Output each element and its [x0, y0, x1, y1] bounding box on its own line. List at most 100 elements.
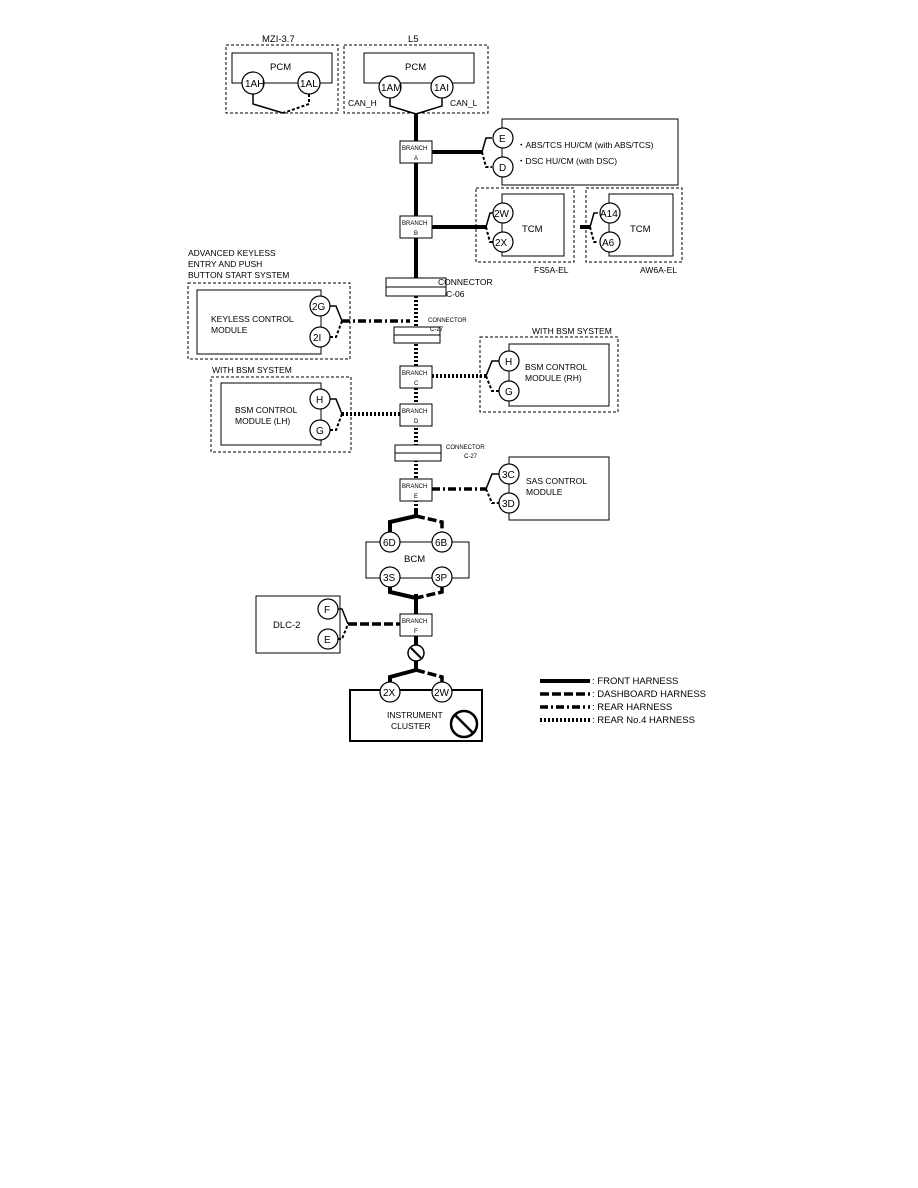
bsm-rh-line-2: MODULE (RH) — [525, 373, 582, 383]
branch-d: BRANCH D — [399, 403, 433, 427]
bsm-rh-system-label: WITH BSM SYSTEM — [532, 326, 612, 336]
branch-e-word: BRANCH — [402, 484, 427, 490]
pcm-mzi-pin-1al-label: 1AL — [300, 79, 318, 90]
bcm-pin-6b-label: 6B — [435, 538, 448, 549]
dlc-section: DLC-2 F E — [255, 595, 400, 654]
bcm-pin-6d — [379, 531, 401, 553]
tcm-aw6a-pin-a6-label: A6 — [602, 238, 615, 249]
cluster-wire-2x — [388, 668, 417, 684]
tcm-fs5a-pin-2x — [492, 231, 514, 253]
dlc-lead-f — [338, 608, 349, 625]
pcm-mzi-wire-l — [282, 94, 310, 114]
connector-c27-lower: CONNECTOR C-27 — [394, 444, 485, 462]
branch-b-section: FS5A-EL 2W 2X TCM AW6A-EL A14 A6 TCM — [432, 187, 683, 275]
connector-c06-id: C-06 — [446, 289, 465, 299]
bsm-lh-line-1: BSM CONTROL — [235, 405, 298, 415]
branch-c-id: C — [414, 381, 419, 387]
tcm-aw6a-pin-a6 — [599, 231, 621, 253]
bcm-wire-3p — [415, 587, 444, 600]
bsm-lh-line-2: MODULE (LH) — [235, 416, 290, 426]
can-l-label: CAN_L — [450, 98, 478, 108]
branch-c: BRANCH C — [399, 365, 433, 389]
bsm-lh-lead-h — [330, 398, 343, 415]
sas-pin-3c-label: 3C — [502, 470, 515, 481]
branch-a-section: E D ・ABS/TCS HU/CM (with ABS/TCS) ・DSC H… — [432, 118, 679, 186]
group-l5-label: L5 — [408, 34, 419, 45]
bcm-wire-6d — [388, 510, 418, 532]
keyless-lead-2i — [330, 320, 343, 338]
connector-c06: CONNECTOR C-06 — [385, 277, 493, 299]
legend-rear-label: : REAR HARNESS — [592, 702, 672, 713]
connector-c27-lower-word: CONNECTOR — [446, 445, 485, 451]
bcm-wire-6b — [415, 514, 444, 532]
branch-a-word: BRANCH — [402, 146, 427, 152]
bcm-pin-3s-label: 3S — [383, 573, 396, 584]
pcm-l5-pin-1am-label: 1AM — [381, 83, 402, 94]
legend-rear4-label: : REAR No.4 HARNESS — [592, 715, 695, 726]
branch-b-id: B — [414, 231, 418, 237]
bsm-lh-lead-g — [330, 413, 343, 431]
keyless-pin-2g-label: 2G — [312, 302, 326, 313]
bsm-rh-section: WITH BSM SYSTEM BSM CONTROL MODULE (RH) … — [432, 326, 619, 413]
bsm-lh-pin-g-label: G — [316, 426, 324, 437]
tcm-fs5a-pin-2x-label: 2X — [495, 238, 508, 249]
bcm-wire-3s — [388, 587, 417, 600]
sas-lead-3c — [485, 473, 499, 490]
branch-b-word: BRANCH — [402, 221, 427, 227]
tcm-aw6a-lead-a14 — [589, 212, 598, 228]
connector-c27-upper-word: CONNECTOR — [428, 318, 467, 324]
tcm-aw6a-lead-a6 — [589, 226, 598, 243]
bcm-name: BCM — [404, 554, 425, 565]
keyless-lead-2g — [330, 305, 343, 322]
bsm-rh-line-1: BSM CONTROL — [525, 362, 588, 372]
tcm-aw6a-pin-a14 — [599, 202, 621, 224]
sas-pin-3c — [498, 463, 520, 485]
pcm-mzi-pin-1ah-label: 1AH — [245, 79, 264, 90]
branch-b: BRANCH B — [399, 215, 433, 239]
cluster-section: 2X 2W INSTRUMENT CLUSTER — [349, 644, 483, 742]
branch-d-id: D — [414, 419, 419, 425]
tcm-fs5a-pin-2w-label: 2W — [494, 209, 510, 220]
tcm-fs5a-lead-2x — [485, 226, 494, 243]
bcm-pin-6d-label: 6D — [383, 538, 396, 549]
branch-c-word: BRANCH — [402, 371, 427, 377]
sas-module-box — [508, 456, 610, 521]
abs-pin-e-lead — [481, 137, 492, 153]
bcm-section: 6D 6B BCM 3S 3P — [365, 510, 470, 600]
tcm-aw6a-pin-a14-label: A14 — [600, 209, 618, 220]
group-aw6a-border — [585, 187, 683, 263]
keyless-pin-2i-label: 2I — [313, 333, 321, 344]
pcm-l5-box — [363, 52, 475, 84]
pcm-l5-wire-l — [415, 98, 443, 115]
keyless-line-1: KEYLESS CONTROL — [211, 314, 294, 324]
tcm-fs5a-name: TCM — [522, 224, 543, 235]
group-mzi-label: MZI-3.7 — [262, 34, 295, 45]
bsm-rh-pin-h-label: H — [505, 357, 512, 368]
abs-pin-e — [492, 127, 514, 149]
connector-c27-upper: CONNECTOR C-27 — [393, 318, 467, 344]
connector-c27-upper-id: C-27 — [430, 327, 444, 333]
connector-c06-word: CONNECTOR — [438, 277, 493, 287]
abs-module-box — [501, 118, 679, 186]
group-aw6a-label: AW6A-EL — [640, 265, 677, 275]
dlc-name: DLC-2 — [273, 620, 300, 631]
pcm-l5-name: PCM — [405, 62, 426, 73]
branch-e-id: E — [414, 494, 418, 500]
bsm-lh-section: WITH BSM SYSTEM BSM CONTROL MODULE (LH) … — [210, 365, 400, 453]
group-fs5a-label: FS5A-EL — [534, 265, 569, 275]
bsm-rh-lead-g — [485, 375, 499, 392]
bsm-rh-module-box — [508, 343, 610, 407]
can-h-label: CAN_H — [348, 98, 377, 108]
keyless-system-line-1: ADVANCED KEYLESS — [188, 248, 276, 258]
branch-d-word: BRANCH — [402, 409, 427, 415]
keyless-system-line-3: BUTTON START SYSTEM — [188, 270, 289, 280]
abs-pin-d-lead — [481, 151, 492, 168]
cluster-line-1: INSTRUMENT — [387, 710, 443, 720]
keyless-system-line-2: ENTRY AND PUSH — [188, 259, 262, 269]
branch-f-id: F — [414, 629, 418, 635]
sas-line-1: SAS CONTROL — [526, 476, 587, 486]
legend: : FRONT HARNESS : DASHBOARD HARNESS : RE… — [540, 676, 706, 726]
cluster-pin-2w-label: 2W — [434, 688, 450, 699]
group-mzi: MZI-3.7 PCM 1AH 1AL — [225, 34, 339, 114]
